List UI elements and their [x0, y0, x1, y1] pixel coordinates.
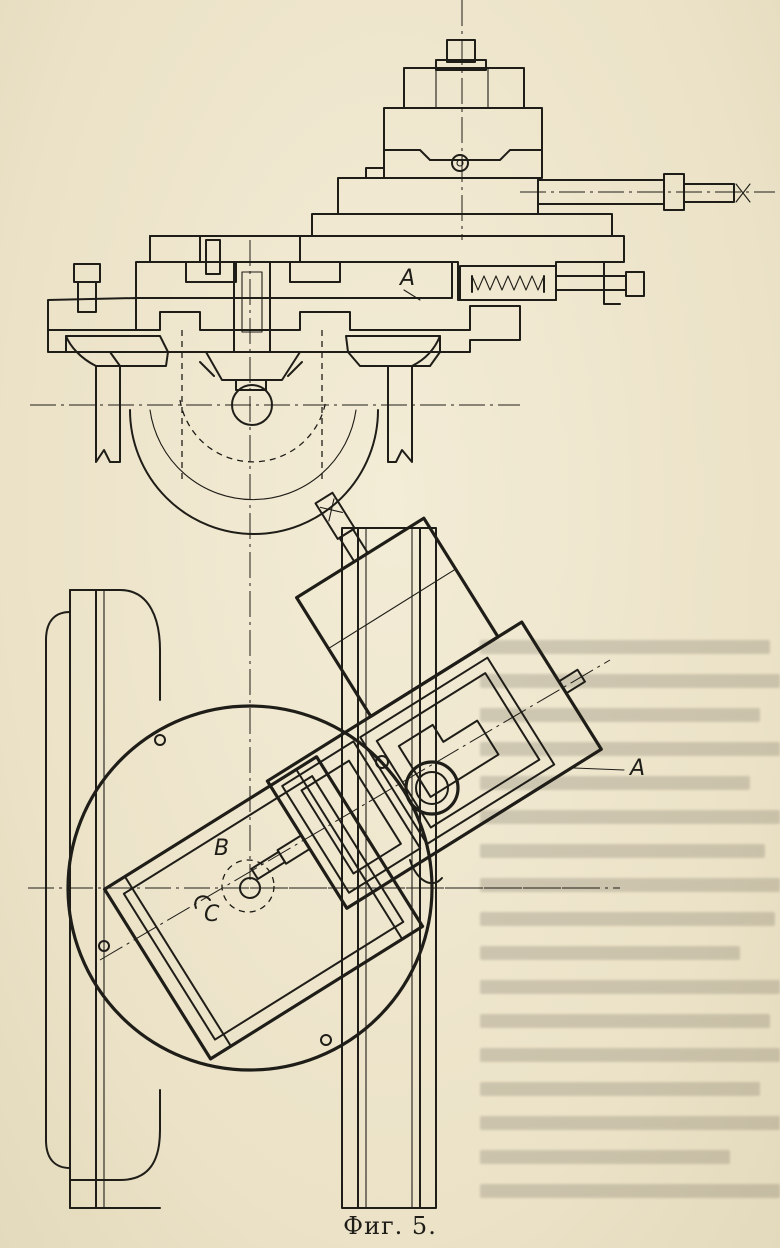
pivot-pin [239, 877, 261, 899]
spindle-ring-outer [404, 760, 460, 816]
lower-flange [47, 305, 521, 367]
worm-housing-inner [149, 409, 357, 501]
feed-screw [520, 173, 775, 211]
worm-housing-outer [129, 409, 379, 535]
section-view [30, 0, 775, 880]
left-clamp-bolt [47, 263, 137, 331]
guide-columns [45, 527, 437, 1209]
plate-hole-1 [154, 734, 166, 746]
leader-a-top [403, 289, 421, 301]
column-legs [65, 335, 441, 463]
spindle-nut [403, 39, 525, 109]
plan-view [28, 491, 625, 1209]
plate-hole-3 [320, 1034, 332, 1046]
bleed-through-text [480, 640, 780, 1240]
cross-slide [102, 755, 425, 1061]
pivot-clearance-circle [221, 859, 275, 913]
label-a-bottom: A [630, 756, 646, 781]
leader-a-bottom [573, 767, 625, 771]
label-a-top: A [400, 266, 416, 291]
pivot-arrow [194, 895, 211, 909]
rotary-head [337, 107, 543, 215]
spindle-ring-inner [415, 771, 449, 805]
label-b: B [214, 836, 230, 861]
center-spindle [199, 261, 303, 391]
pinion [231, 384, 273, 426]
slide-hole [375, 755, 389, 769]
main-body [135, 235, 645, 305]
upper-slide [250, 491, 603, 910]
label-c: C [204, 902, 220, 927]
slide-slot [409, 859, 443, 885]
plate-hole-2 [98, 940, 110, 952]
figure-caption: Фиг. 5. [343, 1212, 437, 1240]
